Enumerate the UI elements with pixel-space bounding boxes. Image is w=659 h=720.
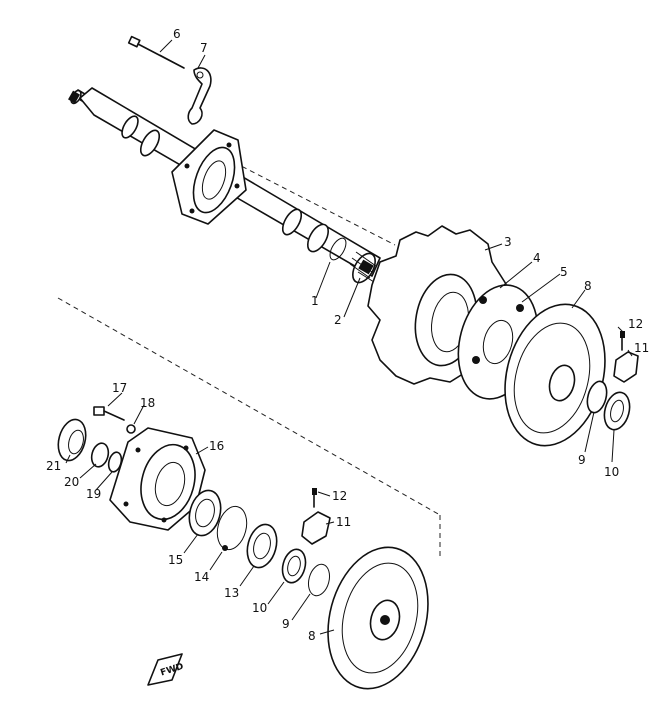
callout-18: 18 xyxy=(140,396,155,410)
callout-19: 19 xyxy=(86,487,101,501)
callout-12-upper: 12 xyxy=(628,317,643,331)
callout-15: 15 xyxy=(168,553,183,567)
bearing-housing-flange xyxy=(171,129,247,225)
callout-11-lower: 11 xyxy=(336,515,351,529)
callout-7: 7 xyxy=(200,41,208,55)
callout-20: 20 xyxy=(64,475,79,489)
bearing-parts-13-14-15 xyxy=(188,489,278,569)
callout-10-lower: 10 xyxy=(252,601,267,615)
callout-21: 21 xyxy=(46,459,61,473)
leader-lines xyxy=(65,39,633,635)
bolt-6 xyxy=(127,35,185,69)
callout-8-upper: 8 xyxy=(584,279,592,293)
spline-end xyxy=(349,251,377,284)
callout-8-lower: 8 xyxy=(308,629,316,643)
callout-5: 5 xyxy=(560,265,568,279)
callout-14: 14 xyxy=(194,570,209,584)
callout-12-lower: 12 xyxy=(332,489,347,503)
callout-1: 1 xyxy=(311,294,319,308)
clamp-and-bolt-upper xyxy=(613,331,639,383)
callout-4: 4 xyxy=(533,251,541,265)
callout-10-upper: 10 xyxy=(604,465,619,479)
section-divider-lines xyxy=(57,149,441,560)
callout-11-upper: 11 xyxy=(634,341,649,355)
callout-9-lower: 9 xyxy=(282,617,290,631)
idler-wheel-upper xyxy=(504,303,606,447)
callout-9-upper: 9 xyxy=(578,453,586,467)
lock-plate-7 xyxy=(187,67,212,125)
callout-2: 2 xyxy=(334,313,342,327)
callout-17: 17 xyxy=(112,381,127,395)
callout-16: 16 xyxy=(209,439,224,453)
callout-3: 3 xyxy=(504,235,512,249)
housing-16 xyxy=(109,427,206,531)
ring-and-bearing-upper xyxy=(586,380,631,431)
bolt-17-washer-18 xyxy=(93,406,136,434)
callout-labels: 6 7 1 2 3 4 5 8 12 11 9 10 17 18 16 21 2… xyxy=(46,27,649,643)
idler-wheel-lower xyxy=(327,546,429,690)
callout-6: 6 xyxy=(173,27,181,41)
callout-13: 13 xyxy=(224,586,239,600)
lower-bearing-ring-clamp xyxy=(281,488,331,597)
fwd-arrow-icon: FWD xyxy=(147,653,185,686)
seal-parts-19-20-21 xyxy=(57,418,123,473)
